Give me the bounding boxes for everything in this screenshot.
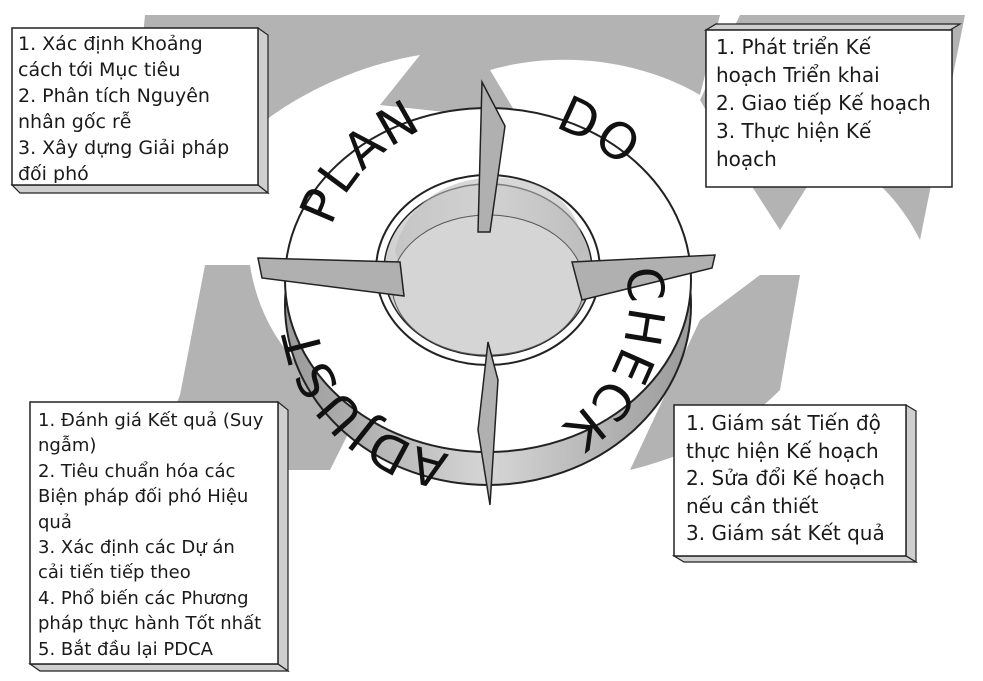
divider-arrow-bottom [477,341,499,506]
adjust-box-line: pháp thực hành Tốt nhất [38,613,262,635]
divider-arrow-right [571,254,716,301]
adjust-box-face [29,401,279,665]
adjust-box-line: Biện pháp đối phó Hiệu [38,486,249,508]
background-arrow-bottom-right [630,275,800,470]
plan-box-side [257,26,269,195]
adjust-box-line: 5. Bắt đầu lại PDCA [38,638,213,660]
check-box-face [673,404,907,557]
plan-box-line: 3. Xây dựng Giải pháp [18,137,230,159]
do-box-text: 1. Phát triển Kế hoạch Triển khai 2. Gia… [716,33,952,173]
do-box: 1. Phát triển Kế hoạch Triển khai 2. Gia… [703,22,963,188]
plan-box: 1. Xác định Khoảng cách tới Mục tiêu 2. … [10,26,270,195]
do-box-top [703,23,963,31]
do-box-line: hoạch Triển khai [716,63,880,87]
plan-box-line: 2. Phân tích Nguyên [18,85,210,107]
do-box-face [705,29,953,188]
plan-box-face [11,27,259,186]
check-box-side [905,403,917,564]
do-box-line: 1. Phát triển Kế [716,35,872,59]
adjust-box-line: cải tiến tiếp theo [38,562,191,584]
check-box-text: 1. Giám sát Tiến độ thực hiện Kế hoạch 2… [686,410,904,548]
adjust-box-text: 1. Đánh giá Kết quả (Suy ngẫm) 2. Tiêu c… [38,408,278,662]
check-box: 1. Giám sát Tiến độ thực hiện Kế hoạch 2… [671,403,919,564]
ring-hole [391,214,585,356]
divider-arrow-top [477,79,506,233]
adjust-box-line: ngẫm) [38,435,97,457]
check-box-line: nếu cần thiết [686,493,819,518]
plan-box-line: 1. Xác định Khoảng [18,33,203,55]
adjust-box: 1. Đánh giá Kết quả (Suy ngẫm) 2. Tiêu c… [28,400,290,673]
check-box-line: 3. Giám sát Kết quả [686,521,885,545]
check-box-line: 1. Giám sát Tiến độ [686,411,881,435]
plan-box-line: đối phó [18,163,89,183]
adjust-box-line: 2. Tiêu chuẩn hóa các [38,460,236,482]
adjust-box-line: 4. Phổ biến các Phương [38,587,249,609]
background-arrow-top [130,15,720,175]
plan-box-bottom [10,184,270,194]
check-box-bottom [671,555,919,563]
adjust-box-line: 3. Xác định các Dự án [38,537,235,559]
adjust-box-side [277,400,289,673]
check-box-line: 2. Sửa đổi Kế hoạch [686,466,885,490]
plan-box-text: 1. Xác định Khoảng cách tới Mục tiêu 2. … [18,31,256,183]
plan-box-line: cách tới Mục tiêu [18,59,181,81]
divider-arrow-left [257,257,405,297]
plan-box-line: nhân gốc rễ [18,111,132,133]
adjust-box-line: 1. Đánh giá Kết quả (Suy [38,410,264,431]
do-box-line: 3. Thực hiện Kế [716,119,872,143]
adjust-box-line: quả [38,511,72,533]
check-box-line: thực hiện Kế hoạch [686,438,879,463]
do-box-line: hoạch [716,147,777,171]
do-box-line: 2. Giao tiếp Kế hoạch [716,91,931,115]
